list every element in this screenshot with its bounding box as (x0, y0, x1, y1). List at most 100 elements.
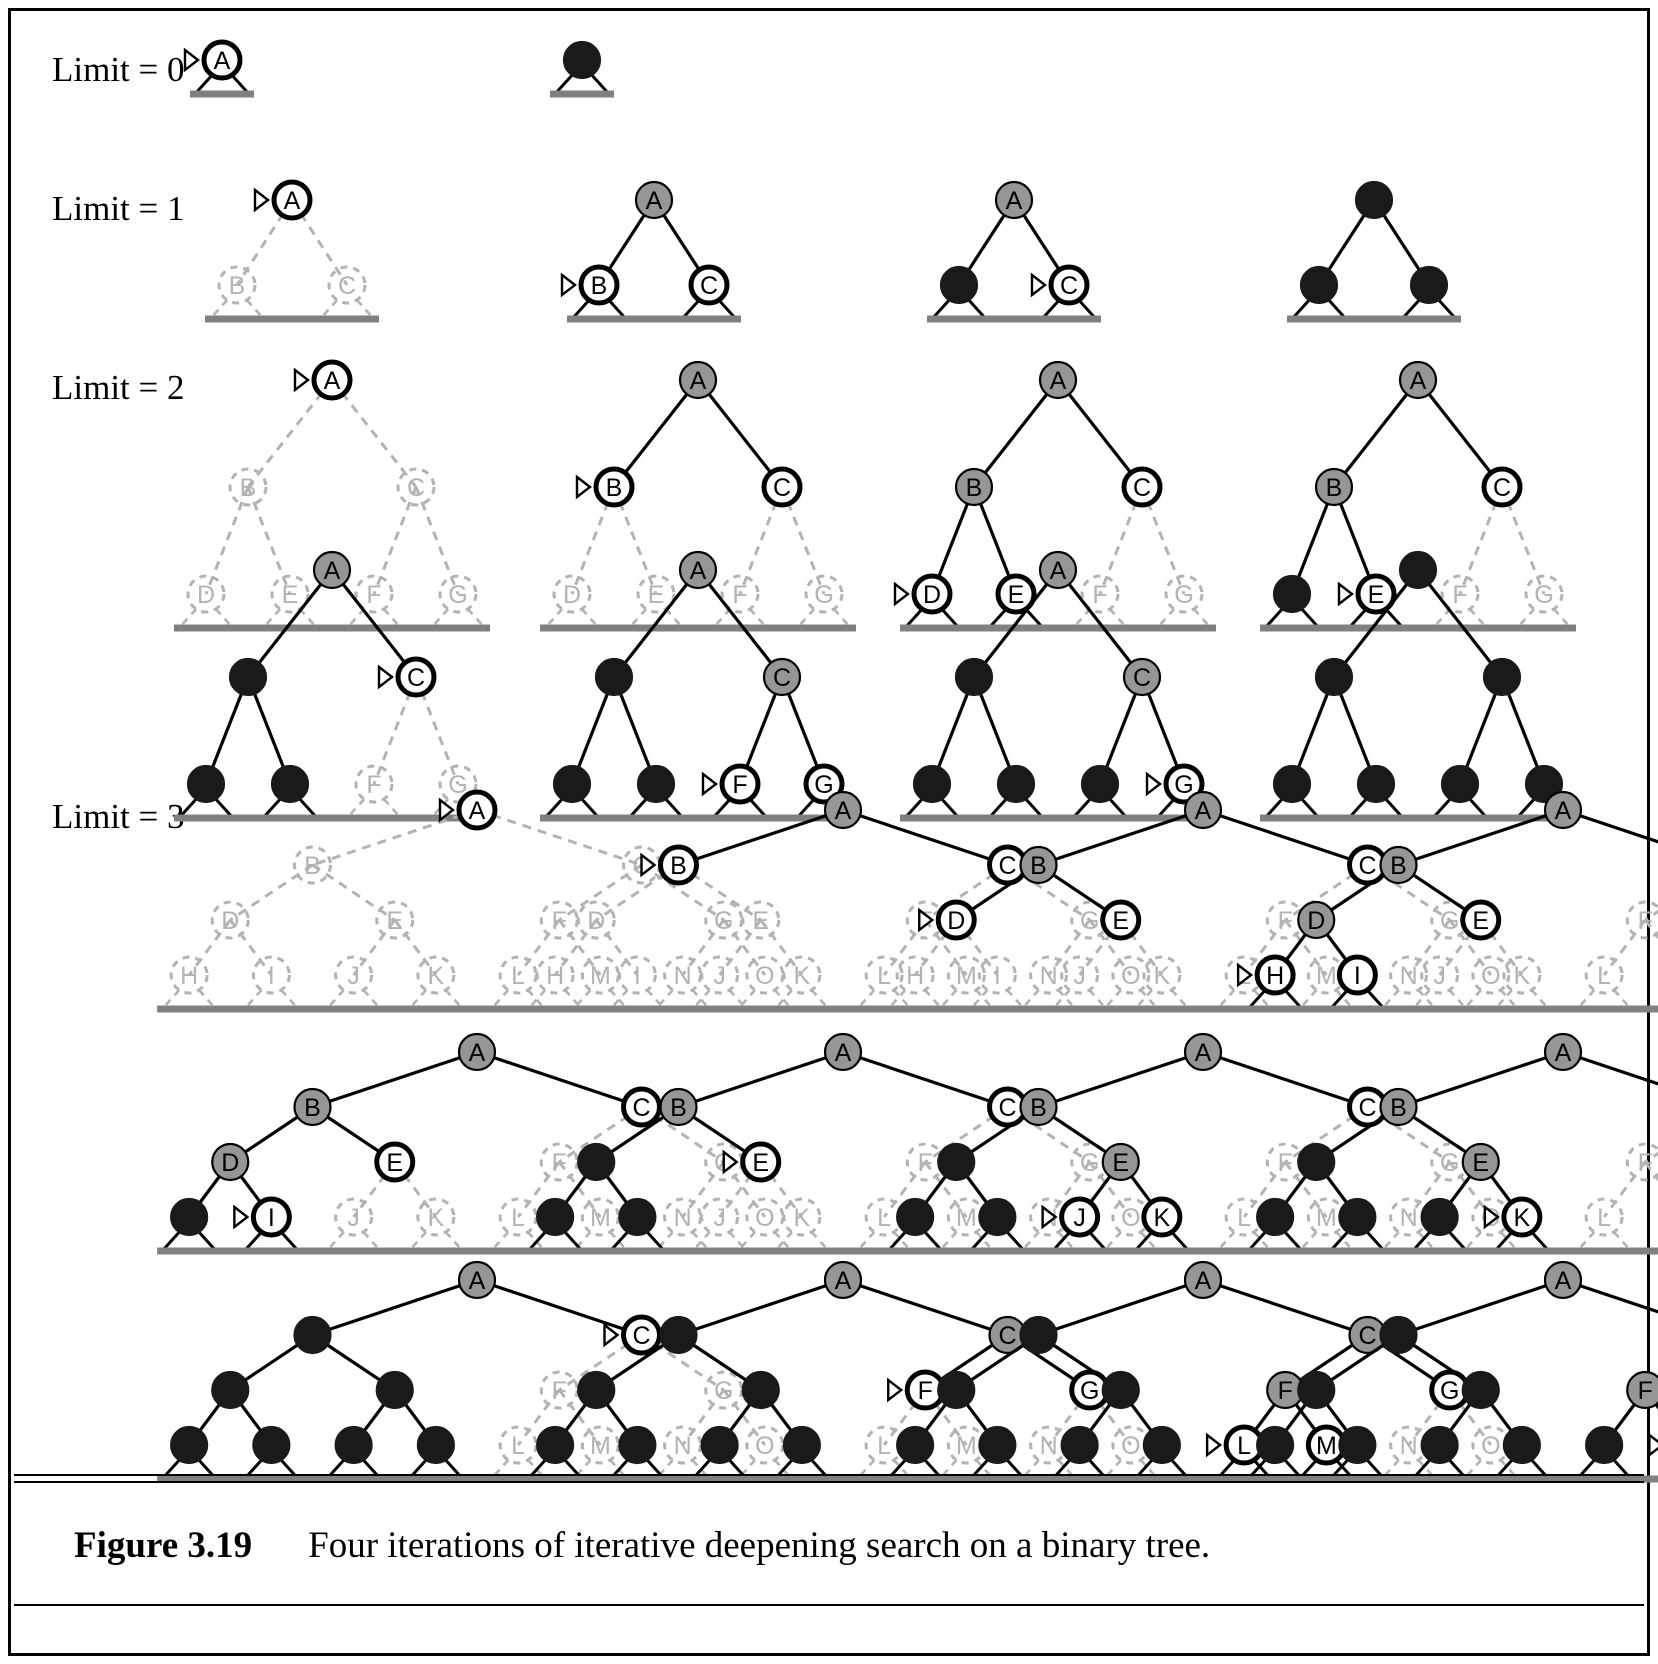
tree-node-o[interactable]: O (1111, 955, 1151, 995)
tree-node-d[interactable] (912, 764, 952, 804)
tree-node-a[interactable]: A (293, 359, 353, 401)
tree-node-a[interactable]: A (312, 550, 352, 590)
tree-node-a[interactable]: A (1183, 790, 1223, 830)
tree-node-d[interactable]: D (211, 1142, 250, 1182)
tree-node-a[interactable]: A (183, 39, 243, 81)
tree-node-g[interactable] (1524, 764, 1564, 804)
tree-node-k[interactable]: K (416, 1197, 456, 1237)
tree-node-f[interactable]: F (701, 763, 761, 805)
tree-node-e[interactable]: E (270, 574, 310, 614)
tree-node-b[interactable]: B (659, 1087, 698, 1127)
tree-node-e[interactable]: E (1100, 899, 1142, 941)
tree-node-c[interactable]: C (1347, 1086, 1388, 1128)
tree-node-d[interactable] (1297, 1142, 1336, 1182)
tree-node-i[interactable] (1338, 1425, 1377, 1465)
tree-node-c[interactable]: C (988, 1315, 1027, 1355)
tree-node-a[interactable] (1354, 180, 1394, 220)
tree-node-e[interactable] (741, 1370, 780, 1410)
tree-node-a[interactable]: A (678, 360, 718, 400)
tree-node-f[interactable]: F (1626, 1370, 1658, 1410)
tree-node-b[interactable]: B (1019, 845, 1058, 885)
tree-node-b[interactable] (1379, 1315, 1418, 1355)
tree-node-a[interactable]: A (1183, 1260, 1223, 1300)
tree-node-a[interactable]: A (823, 1260, 863, 1300)
tree-node-i[interactable] (252, 1425, 291, 1465)
tree-node-m[interactable]: M (946, 955, 986, 995)
tree-node-e[interactable] (270, 764, 310, 804)
tree-node-b[interactable] (939, 265, 979, 305)
tree-node-b[interactable]: B (1019, 1087, 1058, 1127)
tree-node-n[interactable]: N (1029, 955, 1069, 995)
tree-node-b[interactable] (293, 1315, 332, 1355)
tree-node-k[interactable]: K (1483, 1196, 1543, 1238)
tree-node-k[interactable]: K (416, 955, 456, 995)
tree-node-b[interactable]: B (217, 265, 257, 305)
tree-node-d[interactable] (211, 1370, 250, 1410)
tree-node-e[interactable]: E (741, 900, 781, 940)
tree-node-k[interactable] (782, 1425, 821, 1465)
tree-node-f[interactable] (1080, 764, 1120, 804)
tree-node-f[interactable] (1440, 764, 1480, 804)
tree-node-h[interactable] (170, 1197, 209, 1237)
tree-node-h[interactable]: H (169, 955, 209, 995)
tree-node-j[interactable] (334, 1425, 373, 1465)
tree-node-a[interactable]: A (1543, 790, 1583, 830)
tree-node-i[interactable] (978, 1425, 1017, 1465)
tree-node-d[interactable] (1297, 1370, 1336, 1410)
tree-node-e[interactable] (636, 764, 676, 804)
tree-node-f[interactable]: F (1625, 1142, 1658, 1182)
tree-node-k[interactable]: K (782, 1197, 822, 1237)
tree-node-h[interactable] (536, 1425, 575, 1465)
tree-node-e[interactable]: E (375, 900, 415, 940)
tree-node-b[interactable] (1299, 265, 1339, 305)
tree-node-f[interactable]: F (1440, 574, 1480, 614)
tree-node-c[interactable]: C (762, 657, 802, 697)
tree-node-f[interactable]: F (1080, 574, 1120, 614)
tree-node-h[interactable]: H (535, 955, 575, 995)
tree-node-k[interactable] (1142, 1425, 1181, 1465)
tree-node-l[interactable]: L (1584, 955, 1624, 995)
tree-node-e[interactable]: E (1101, 1142, 1140, 1182)
tree-node-e[interactable] (1356, 764, 1396, 804)
tree-node-e[interactable] (1461, 1370, 1500, 1410)
tree-node-d[interactable] (937, 1142, 976, 1182)
tree-node-h[interactable] (1256, 1425, 1295, 1465)
tree-node-a[interactable] (562, 40, 602, 80)
tree-node-h[interactable] (896, 1197, 935, 1237)
tree-node-b[interactable]: B (1379, 845, 1418, 885)
tree-node-b[interactable] (954, 657, 994, 697)
tree-node-a[interactable]: A (1038, 360, 1078, 400)
tree-node-d[interactable]: D (552, 574, 592, 614)
tree-node-c[interactable]: C (1121, 466, 1163, 508)
tree-node-b[interactable]: B (954, 467, 994, 507)
tree-node-i[interactable]: I (977, 955, 1017, 995)
tree-node-a[interactable]: A (678, 550, 718, 590)
tree-node-j[interactable]: J (1041, 1196, 1101, 1238)
tree-node-c[interactable]: C (396, 467, 436, 507)
tree-node-b[interactable]: B (293, 1087, 332, 1127)
tree-node-f[interactable]: F (354, 574, 394, 614)
tree-node-i[interactable]: I (617, 955, 657, 995)
tree-node-b[interactable]: B (228, 467, 268, 507)
tree-node-g[interactable]: G (1524, 574, 1564, 614)
tree-node-i[interactable] (618, 1197, 657, 1237)
tree-node-a[interactable]: A (1038, 550, 1078, 590)
tree-node-c[interactable] (1409, 265, 1449, 305)
tree-node-h[interactable]: H (895, 955, 935, 995)
tree-node-b[interactable] (594, 657, 634, 697)
tree-node-d[interactable]: D (186, 574, 226, 614)
tree-node-g[interactable]: G (1145, 763, 1205, 805)
tree-node-b[interactable]: B (1314, 467, 1354, 507)
tree-node-b[interactable]: B (293, 845, 332, 885)
tree-node-o[interactable]: O (1471, 955, 1511, 995)
tree-node-b[interactable] (1019, 1315, 1058, 1355)
tree-node-a[interactable]: A (994, 180, 1034, 220)
tree-node-d[interactable] (577, 1370, 616, 1410)
tree-node-b[interactable]: B (560, 264, 620, 306)
tree-node-e[interactable]: E (722, 1141, 782, 1183)
tree-node-d[interactable] (1272, 764, 1312, 804)
tree-node-i[interactable] (618, 1425, 657, 1465)
tree-node-j[interactable] (1420, 1197, 1459, 1237)
tree-node-d[interactable]: D (576, 900, 616, 940)
tree-node-f[interactable]: F (720, 574, 760, 614)
